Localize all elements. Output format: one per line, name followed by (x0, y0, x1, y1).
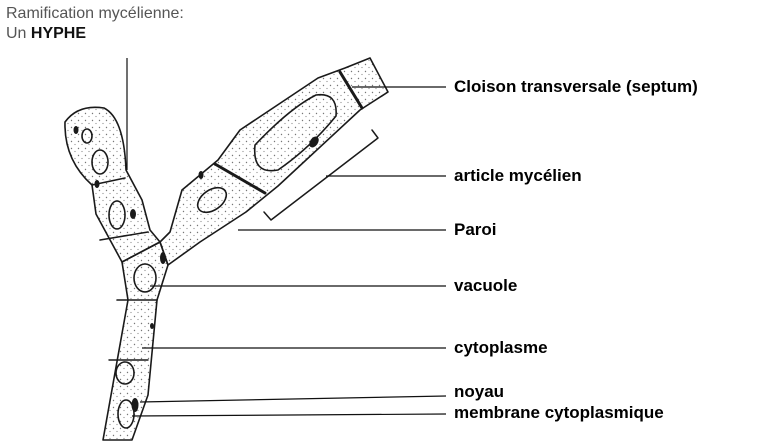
nucleus (74, 126, 79, 134)
diagram-title-line2: Un HYPHE (6, 24, 86, 44)
label-article: article mycélien (454, 166, 582, 186)
label-paroi: Paroi (454, 220, 497, 240)
right-branch (160, 58, 388, 265)
label-septum: Cloison transversale (septum) (454, 77, 698, 97)
nucleus (130, 209, 136, 219)
leader-noyau (140, 396, 446, 402)
label-vacuole: vacuole (454, 276, 517, 296)
nucleus (150, 323, 154, 329)
nucleus (95, 180, 100, 188)
label-cytoplasme: cytoplasme (454, 338, 548, 358)
nucleus (132, 398, 139, 412)
left-branch (65, 107, 160, 262)
title-bold-hyphe: HYPHE (31, 25, 86, 42)
diagram-title-line1: Ramification mycélienne: (6, 4, 184, 24)
nucleus (199, 171, 204, 179)
label-membrane: membrane cytoplasmique (454, 403, 664, 423)
title-prefix: Un (6, 25, 31, 42)
nucleus (160, 252, 166, 264)
leader-membrane (132, 414, 446, 416)
label-noyau: noyau (454, 382, 504, 402)
